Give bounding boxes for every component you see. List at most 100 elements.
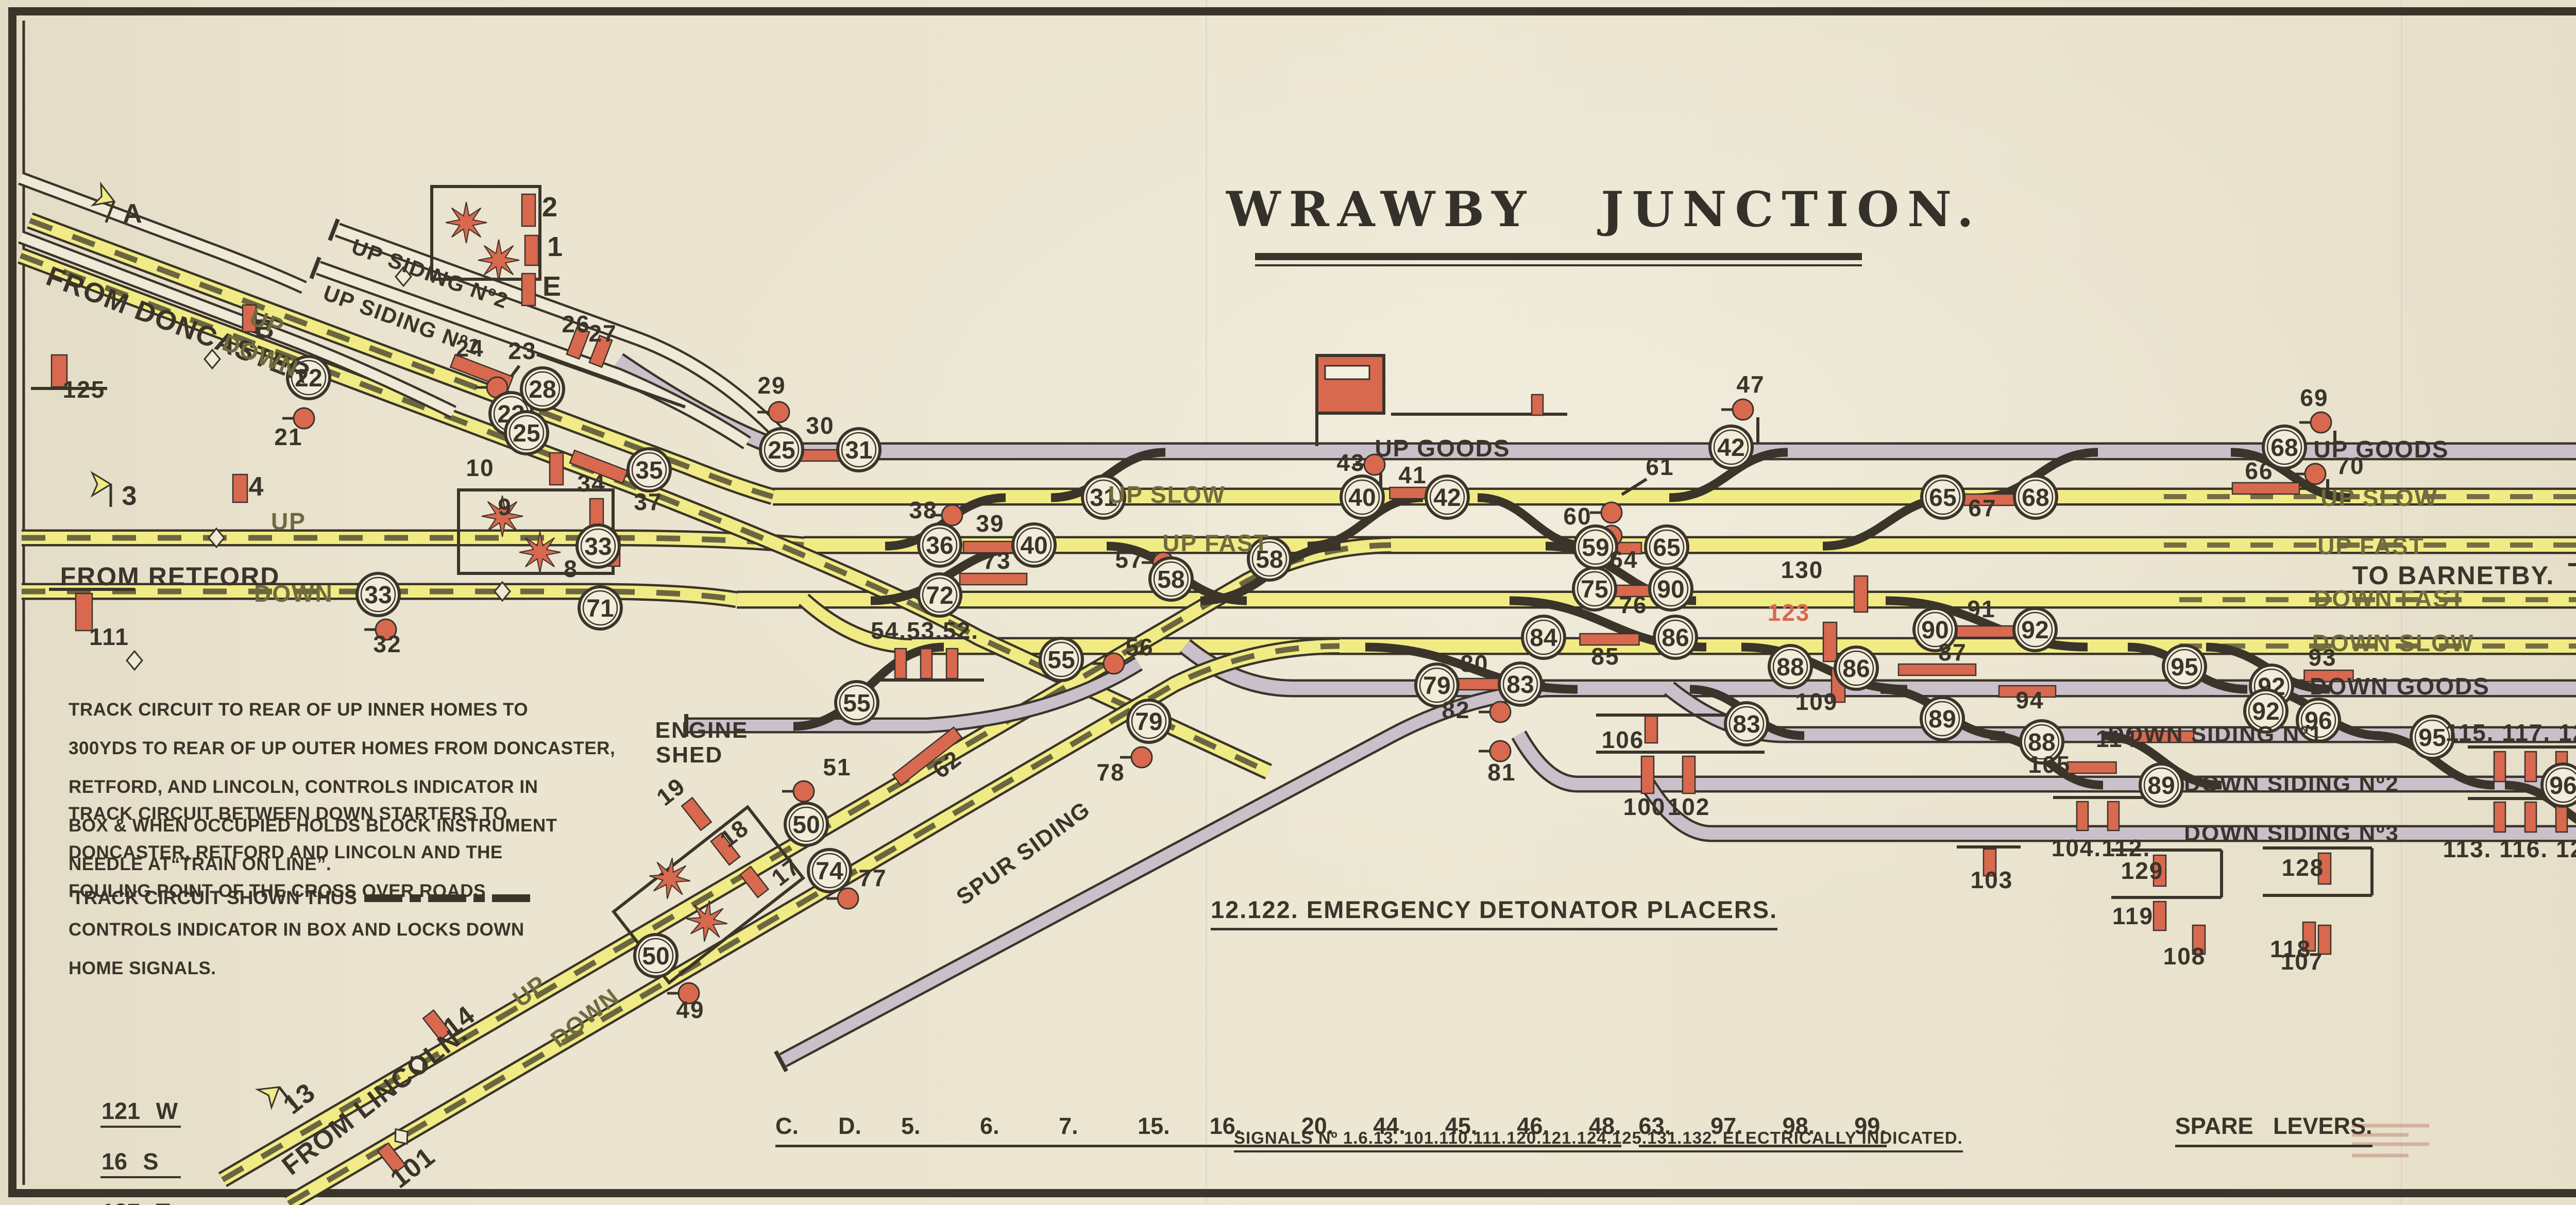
diagram-label: 29 — [757, 372, 786, 399]
signal-post — [2192, 924, 2206, 955]
diagram-label: 56 — [1125, 634, 1154, 660]
diagram-label: 10 — [466, 454, 494, 481]
diagram-label: 81 — [1487, 759, 1516, 786]
buffer-stop — [328, 218, 340, 241]
diagram-label: 77 — [858, 864, 887, 891]
fouling-diamond-icon — [126, 650, 143, 671]
lever-number: 40 — [1020, 532, 1047, 559]
diagram-label: 128 — [2282, 854, 2325, 881]
crossover — [2230, 448, 2351, 502]
diagram-label: 123 — [1768, 599, 1810, 626]
diagram-label: 76 — [1619, 591, 1647, 618]
disc-signal — [1130, 746, 1153, 769]
diagram-label: 119 — [2112, 903, 2154, 929]
diagram-label: 61 — [1646, 453, 1674, 480]
signal-post — [50, 354, 68, 388]
signal-post — [892, 726, 963, 787]
diagram-label: 108 — [2163, 943, 2206, 970]
lever-number: 50 — [642, 943, 669, 970]
flame-icon — [649, 857, 691, 899]
lever-circle-inner — [2248, 693, 2284, 729]
signal-post — [566, 326, 590, 360]
lever-circle — [1644, 524, 1689, 570]
lever-number: 89 — [2147, 772, 2175, 800]
diagram-label: 13 — [278, 1077, 321, 1121]
lever-circle — [578, 585, 623, 631]
diagram-label: 34 — [577, 470, 605, 497]
track-down-siding-3 — [1642, 780, 2576, 840]
page-title: WRAWBY JUNCTION. — [1226, 181, 1982, 238]
flame-icon — [445, 201, 487, 244]
track-down-goods — [1180, 640, 2576, 695]
diagram-label: 37 — [634, 488, 662, 515]
signal-post — [75, 592, 93, 632]
lever-circle-inner — [1344, 479, 1380, 515]
lever-circle-inner — [2414, 719, 2450, 755]
lever-circle — [2162, 644, 2207, 689]
signal-box-window — [1324, 365, 1370, 380]
lever-circle-inner — [2545, 767, 2576, 803]
lever-count-panel: 121 W 16 S 137 T — [100, 1079, 181, 1205]
signal-post — [1998, 685, 2057, 698]
lever-circle — [633, 933, 679, 978]
lever-circle — [1521, 615, 1566, 660]
diagram-label: UP GOODS — [2313, 436, 2449, 463]
diagram-label: 130 — [1781, 556, 1824, 583]
signal-post — [739, 865, 770, 898]
lever-circle-inner — [1153, 561, 1189, 597]
signal-post — [232, 473, 248, 503]
signal-post — [2302, 921, 2316, 952]
spare-levers-group-1: C. D. 5. 6. 7. 15. 16. 20. 44. 45. 46. 4… — [775, 1113, 1621, 1147]
lever-number: 33 — [584, 533, 612, 561]
signal-post — [242, 304, 257, 333]
lever-number: 96 — [2549, 772, 2576, 800]
spare-levers-group-2: 63. 97. 98. 99. — [1638, 1113, 1887, 1147]
diagram-label: SHED — [656, 742, 723, 768]
diagram-label: UP SLOW — [2320, 484, 2438, 511]
signal-post — [945, 648, 959, 680]
diagram-label: 107 — [2281, 948, 2324, 975]
lever-circle — [2410, 715, 2455, 760]
lever-circle-inner — [2143, 767, 2179, 803]
lever-circle-inner — [1086, 479, 1122, 515]
disc-signal — [1103, 652, 1125, 675]
lever-circle — [575, 523, 621, 569]
lever-circle — [504, 410, 549, 455]
signal-post — [1682, 755, 1696, 794]
diagram-label: 118 — [2270, 936, 2311, 962]
lever-number: 83 — [1733, 711, 1760, 738]
lever-circle — [2012, 607, 2058, 652]
signal-post — [1853, 575, 1869, 613]
disc-signal — [1489, 701, 1512, 723]
diagram-label: 1 — [547, 231, 564, 262]
lever-number: 75 — [1581, 576, 1608, 603]
lever-circle-inner — [1251, 541, 1287, 577]
diagram-label: 4 — [249, 472, 265, 502]
diagram-label: 66 — [2245, 457, 2273, 484]
diagram-label: 47 — [1736, 371, 1765, 398]
lever-number: 31 — [845, 437, 872, 464]
track-engine-shed-road — [688, 658, 1142, 731]
signal-post — [2524, 751, 2537, 783]
disc-signal — [2310, 411, 2332, 434]
diagram-label: A — [123, 199, 143, 229]
distant-flag-icon — [255, 1086, 281, 1110]
lever-number: 35 — [635, 457, 663, 484]
spare-levers-row: C. D. 5. 6. 7. 15. 16. 20. 44. 45. 46. 4… — [775, 1113, 2372, 1147]
lever-circle — [286, 355, 331, 400]
diagram-label: 9 — [498, 494, 512, 520]
lever-circle — [2019, 719, 2064, 765]
diagram-label: 102 — [1668, 793, 1710, 820]
signal-post — [2066, 761, 2117, 774]
note-line: RETFORD, AND LINCOLN, CONTROLS INDICATOR… — [69, 777, 538, 797]
disc-signal — [2304, 463, 2327, 485]
flame-icon — [686, 900, 728, 942]
diagram-label: 100 — [1623, 793, 1666, 820]
signal-post — [2076, 801, 2089, 831]
lever-circle-inner — [1131, 703, 1167, 739]
lever-circle-inner — [1577, 571, 1613, 607]
track-retford-up — [22, 532, 805, 551]
signal-post — [920, 648, 933, 680]
diagram-label: 113. 116. 126. — [2443, 836, 2576, 862]
note-line: BOX & WHEN OCCUPIED HOLDS BLOCK INSTRUME… — [69, 816, 557, 836]
